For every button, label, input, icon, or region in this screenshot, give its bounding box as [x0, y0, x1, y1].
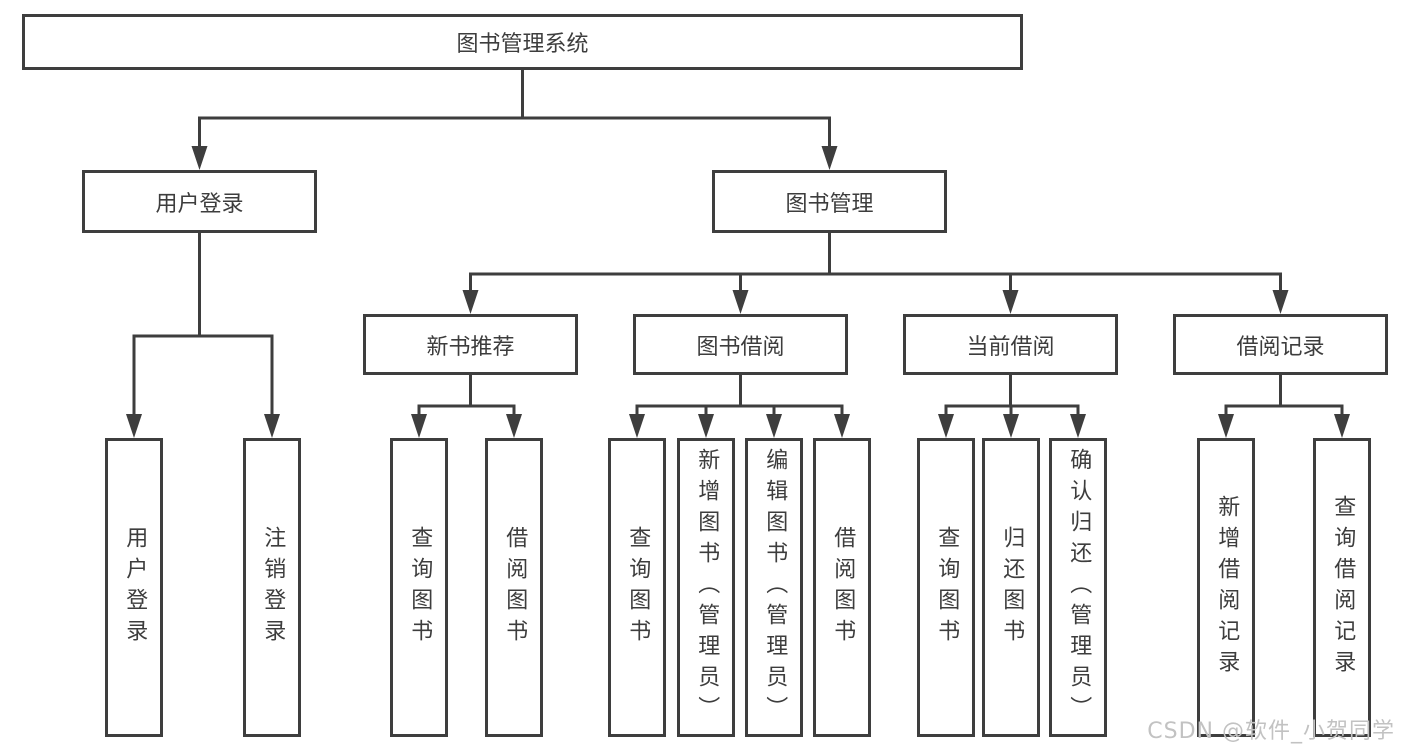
csdn-watermark: CSDN @软件_小贺同学: [1147, 719, 1395, 744]
node-library-management-system: 图书管理系统: [22, 14, 1023, 70]
arrow-down-icon: [411, 414, 427, 438]
leaf-current-query-books: 查询图书: [917, 438, 975, 737]
node-new-book-recommend: 新书推荐: [363, 314, 578, 375]
node-label: 借阅图书: [502, 525, 528, 650]
arrow-down-icon: [698, 414, 714, 438]
node-label: 注销登录: [260, 525, 286, 650]
node-label: 新增图书（管理员）: [694, 448, 720, 727]
arrow-down-icon: [629, 414, 645, 438]
leaf-borrowing-add-books-admin: 新增图书（管理员）: [677, 438, 735, 737]
leaf-logout: 注销登录: [243, 438, 301, 737]
arrow-down-icon: [126, 414, 142, 438]
leaf-records-add-record: 新增借阅记录: [1197, 438, 1255, 737]
node-label: 查询图书: [407, 525, 433, 650]
arrow-down-icon: [766, 414, 782, 438]
arrowheads: [126, 146, 1350, 438]
node-label: 借阅记录: [1236, 334, 1325, 360]
node-book-borrowing: 图书借阅: [633, 314, 848, 375]
node-label: 新增借阅记录: [1214, 494, 1240, 681]
arrow-down-icon: [938, 414, 954, 438]
node-label: 查询借阅记录: [1330, 494, 1356, 681]
arrow-down-icon: [834, 414, 850, 438]
node-label: 图书管理系统: [456, 32, 589, 57]
node-label: 图书借阅: [696, 334, 785, 360]
arrow-down-icon: [1002, 290, 1019, 314]
node-label: 图书管理: [785, 191, 874, 217]
leaf-user-login: 用户登录: [105, 438, 163, 737]
node-label: 查询图书: [934, 525, 960, 650]
arrow-down-icon: [732, 290, 749, 314]
leaf-records-query-record: 查询借阅记录: [1313, 438, 1371, 737]
arrow-down-icon: [1218, 414, 1234, 438]
arrow-down-icon: [1334, 414, 1350, 438]
leaf-recommend-borrow-books: 借阅图书: [485, 438, 543, 737]
arrow-down-icon: [1272, 290, 1289, 314]
leaf-current-return-books: 归还图书: [982, 438, 1040, 737]
node-label: 编辑图书（管理员）: [762, 448, 788, 727]
leaf-borrowing-edit-books-admin: 编辑图书（管理员）: [745, 438, 803, 737]
node-borrowing-records: 借阅记录: [1173, 314, 1388, 375]
node-label: 归还图书: [999, 525, 1025, 650]
arrow-down-icon: [462, 290, 479, 314]
arrow-down-icon: [191, 146, 208, 170]
leaf-borrowing-query-books: 查询图书: [608, 438, 666, 737]
arrow-down-icon: [264, 414, 280, 438]
node-book-management: 图书管理: [712, 170, 947, 233]
node-label: 用户登录: [155, 191, 244, 217]
leaf-current-confirm-return-admin: 确认归还（管理员）: [1049, 438, 1107, 737]
arrow-down-icon: [506, 414, 522, 438]
node-label: 用户登录: [122, 525, 148, 650]
node-label: 查询图书: [625, 525, 651, 650]
leaf-recommend-query-books: 查询图书: [390, 438, 448, 737]
leaf-borrowing-borrow-books: 借阅图书: [813, 438, 871, 737]
node-label: 新书推荐: [426, 334, 515, 360]
node-label: 借阅图书: [830, 525, 856, 650]
node-current-borrowing: 当前借阅: [903, 314, 1118, 375]
arrow-down-icon: [821, 146, 838, 170]
node-label: 当前借阅: [966, 334, 1055, 360]
node-user-login: 用户登录: [82, 170, 317, 233]
node-label: 确认归还（管理员）: [1066, 448, 1092, 727]
arrow-down-icon: [1003, 414, 1019, 438]
arrow-down-icon: [1070, 414, 1086, 438]
